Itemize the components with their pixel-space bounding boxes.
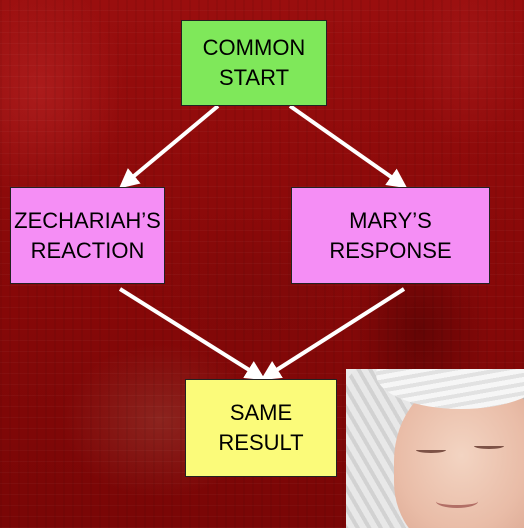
common-start-node: COMMON START	[181, 20, 327, 106]
baby-mouth	[436, 495, 478, 508]
sleeping-newborn-photo	[346, 369, 524, 528]
right-eye	[474, 443, 504, 449]
same-result-node: SAME RESULT	[185, 379, 337, 477]
zechariah-reaction-node: ZECHARIAH’S REACTION	[10, 187, 165, 284]
same-result-line-2: RESULT	[218, 430, 304, 455]
same-result-line-1: SAME	[229, 400, 293, 425]
left-eye	[416, 447, 446, 453]
zechariah-line-2: REACTION	[30, 237, 145, 263]
mary-line-1: MARY’S	[349, 207, 432, 233]
zechariah-line-1: ZECHARIAH’S	[14, 207, 161, 233]
mary-line-2: RESPONSE	[329, 237, 452, 263]
mary-response-node: MARY’S RESPONSE	[291, 187, 490, 284]
common-start-line-1: COMMON	[202, 35, 306, 60]
common-start-line-2: START	[218, 65, 290, 90]
arrow-mary-to-result	[260, 287, 406, 381]
arrow-zechariah-to-result	[118, 287, 266, 381]
arrow-start-to-mary	[288, 104, 408, 189]
arrow-start-to-zechariah	[118, 104, 220, 189]
